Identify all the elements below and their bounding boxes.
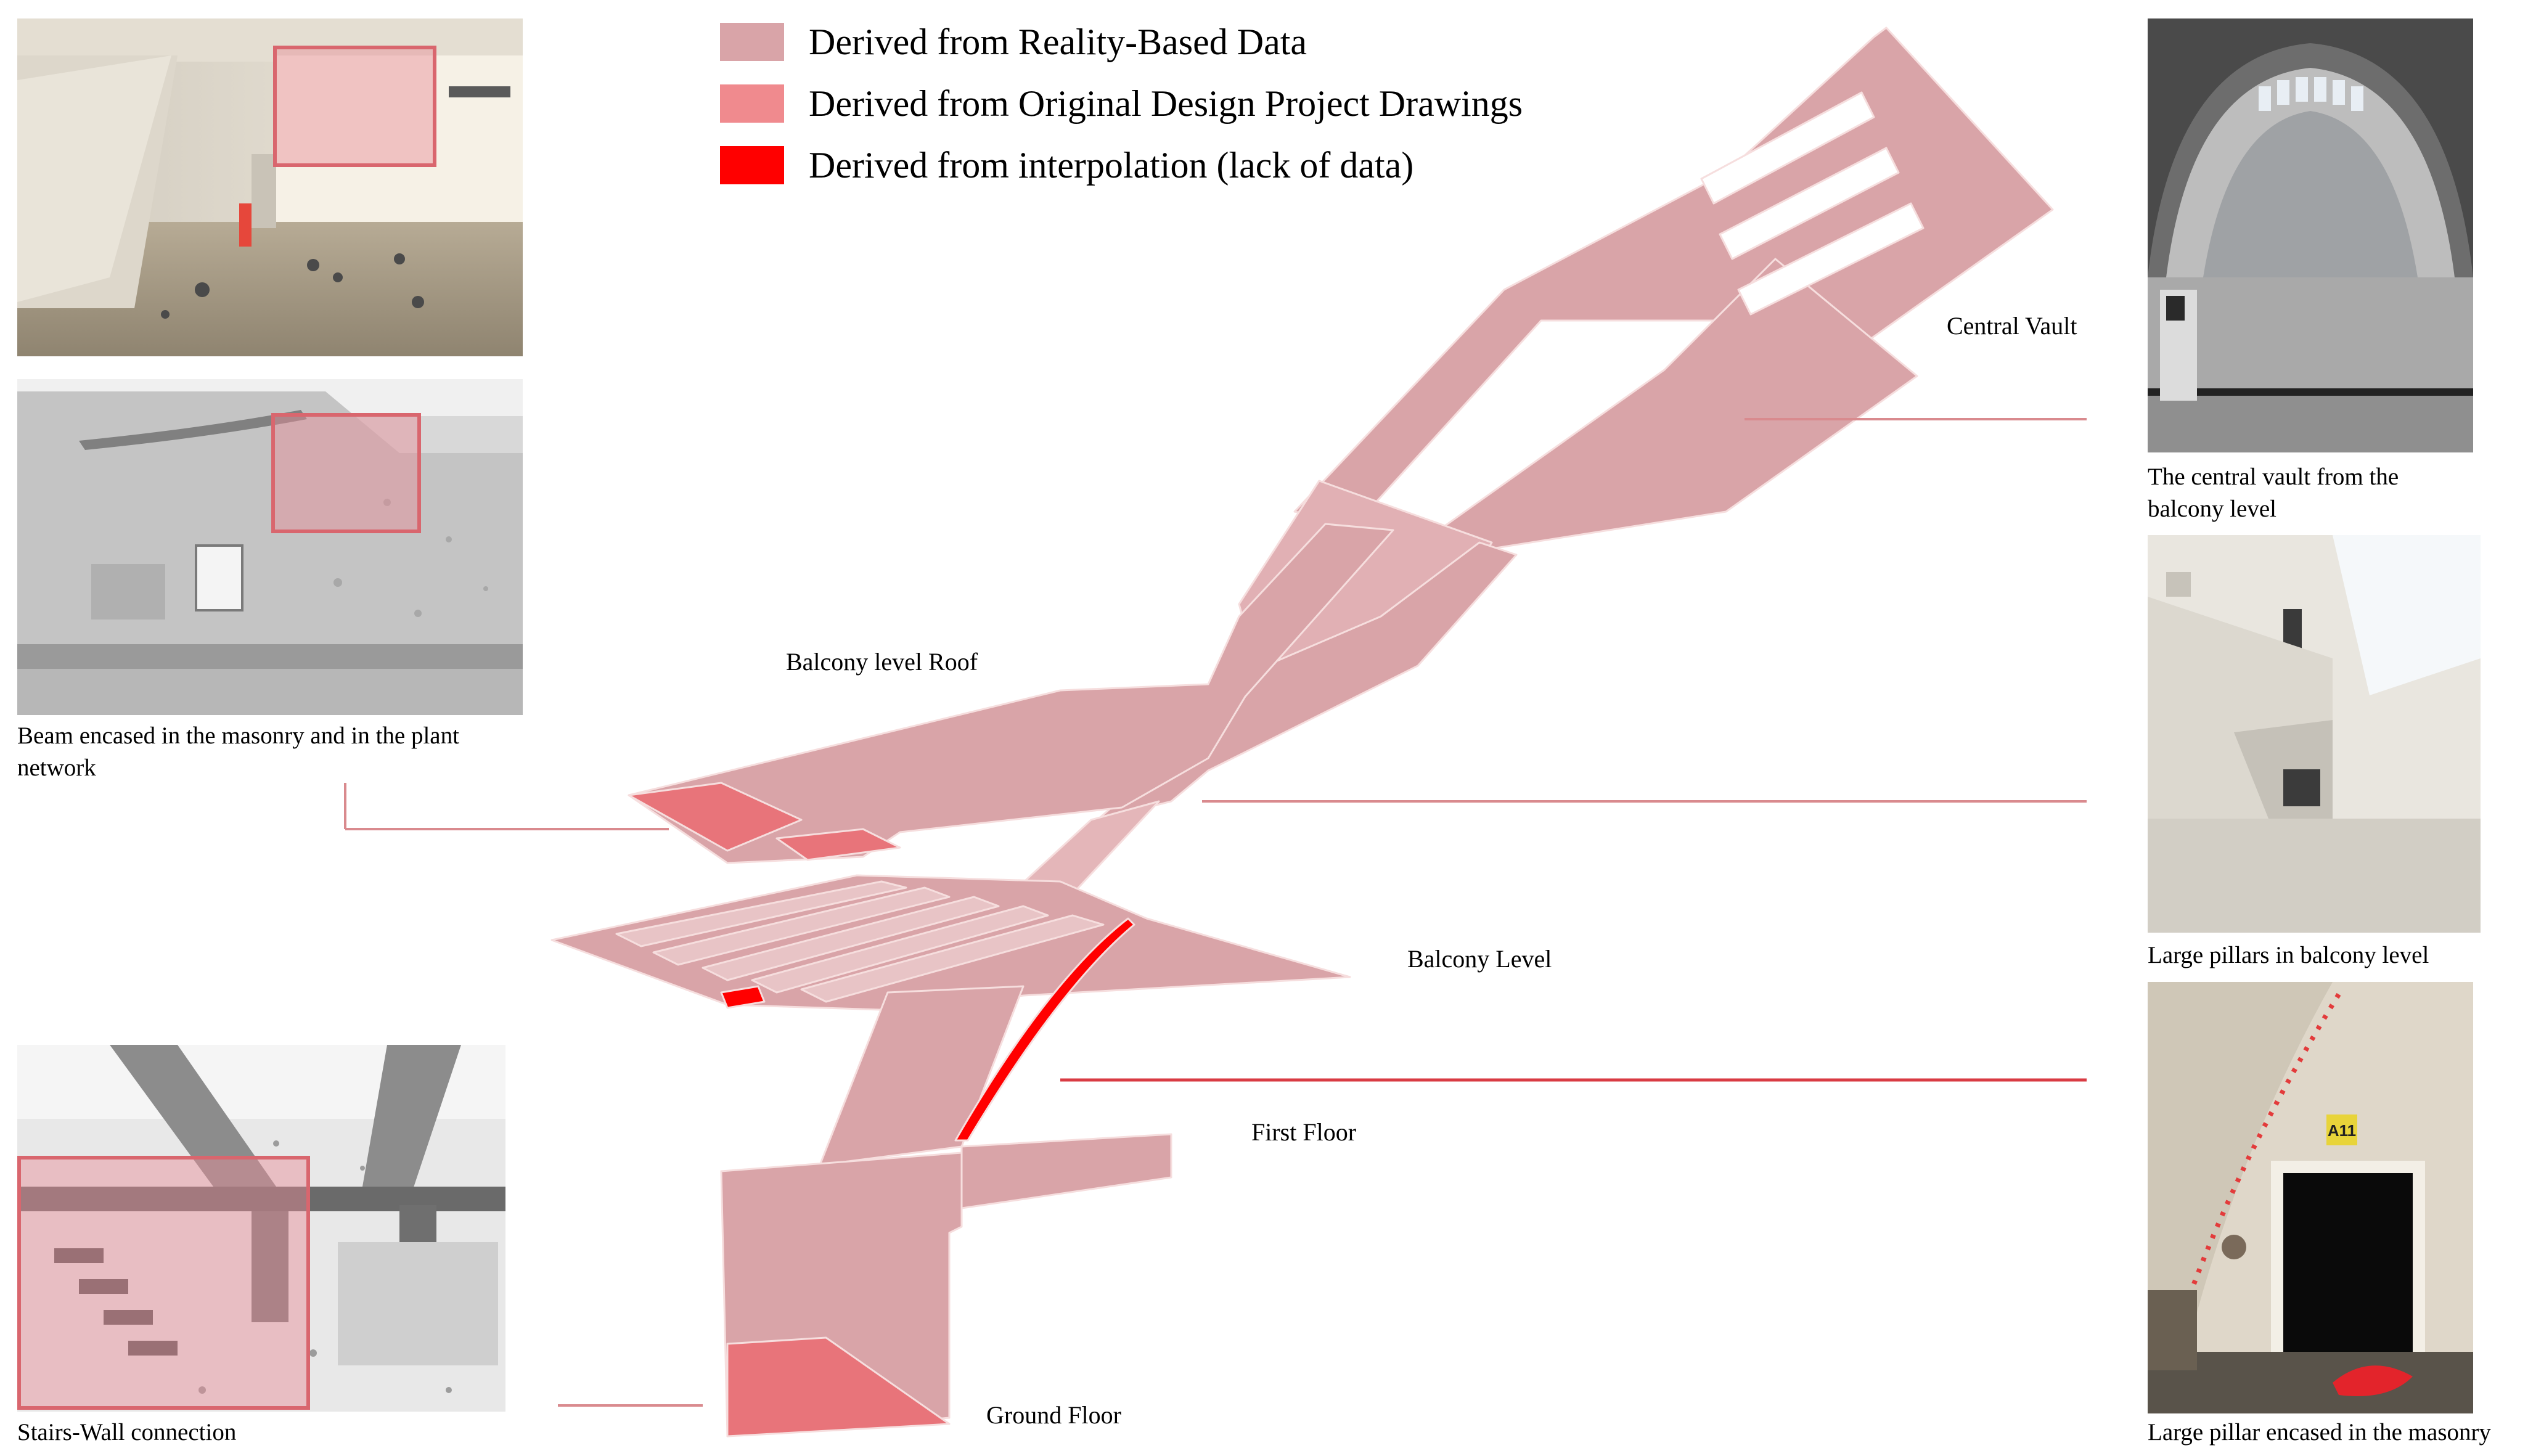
photo-central-vault: [2148, 18, 2473, 452]
balcony-roof-slab: [628, 523, 1394, 864]
balcony-roof-design-2: [775, 828, 901, 861]
legend-swatch-reality: [720, 23, 784, 61]
stair-upper: [819, 985, 1025, 1166]
legend-label-reality: Derived from Reality-Based Data: [809, 22, 1307, 62]
highlight-box-beam: [273, 46, 436, 167]
legend-swatch-interpolation: [720, 146, 784, 184]
vault-opening-1: [1700, 91, 1875, 205]
balcony-roof-design: [628, 782, 803, 852]
caption-pillar-encased: Large pillar encased in the masonry: [2148, 1419, 2491, 1446]
highlight-box-stairs: [17, 1156, 310, 1410]
photo-large-pillars: [2148, 535, 2481, 933]
photo-scan-beam: [17, 379, 523, 715]
legend-swatch-design: [720, 84, 784, 123]
interp-curve: [954, 917, 1135, 1142]
photo-pillar-encased: A11: [2148, 982, 2473, 1413]
caption-vault-photo: The central vault from the balcony level: [2148, 464, 2399, 522]
legend-item-interpolation: Derived from interpolation (lack of data…: [720, 145, 1413, 185]
legend-label-design: Derived from Original Design Project Dra…: [809, 83, 1523, 124]
balcony-beams: [615, 880, 1105, 1003]
caption-stairs: Stairs-Wall connection: [17, 1419, 237, 1446]
photo-scan-stairs: [17, 1045, 505, 1412]
balcony-interp-left: [720, 985, 766, 1009]
first-floor-landing: [960, 1133, 1172, 1209]
photo-interior-room: [17, 18, 523, 356]
highlight-box-beam-scan: [271, 413, 421, 533]
sign-a11: A11: [2328, 1121, 2356, 1140]
label-balcony-roof: Balcony level Roof: [786, 648, 978, 676]
label-first-floor: First Floor: [1251, 1118, 1357, 1146]
legend-item-design: Derived from Original Design Project Dra…: [720, 84, 1523, 123]
label-central-vault: Central Vault: [1947, 312, 2077, 340]
legend-item-reality: Derived from Reality-Based Data: [720, 22, 1307, 62]
label-ground-floor: Ground Floor: [986, 1401, 1121, 1429]
vault-opening-3: [1737, 202, 1925, 316]
caption-pillars: Large pillars in balcony level: [2148, 942, 2429, 968]
caption-beam: Beam encased in the masonry and in the p…: [17, 722, 459, 781]
vault-opening-2: [1719, 147, 1900, 260]
ground-design: [726, 1336, 951, 1438]
label-balcony-level: Balcony Level: [1407, 945, 1552, 973]
legend-label-interpolation: Derived from interpolation (lack of data…: [809, 145, 1414, 186]
